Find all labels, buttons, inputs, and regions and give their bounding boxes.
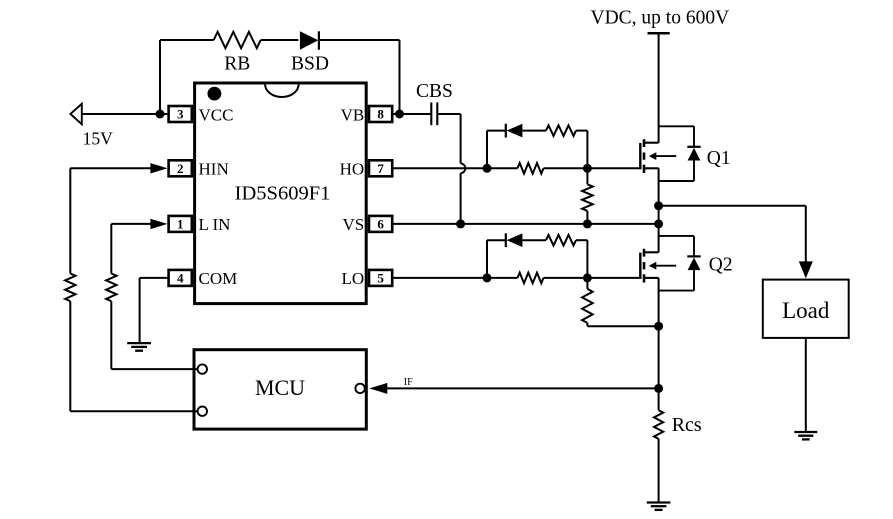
svg-text:BSD: BSD [291, 54, 329, 75]
svg-text:7: 7 [377, 161, 384, 176]
svg-text:VCC: VCC [199, 105, 234, 124]
svg-text:MCU: MCU [255, 375, 305, 400]
svg-text:ID5S609F1: ID5S609F1 [235, 182, 331, 204]
svg-text:VB: VB [341, 105, 365, 124]
svg-text:6: 6 [377, 217, 384, 232]
svg-text:8: 8 [377, 107, 384, 122]
svg-text:VDC, up to 600V: VDC, up to 600V [591, 7, 730, 28]
svg-text:HIN: HIN [199, 160, 229, 179]
svg-text:COM: COM [199, 269, 238, 288]
svg-text:CBS: CBS [416, 81, 453, 102]
svg-text:1: 1 [177, 217, 184, 232]
svg-text:LO: LO [342, 269, 365, 288]
svg-text:VS: VS [342, 215, 364, 234]
svg-text:3: 3 [177, 107, 184, 122]
svg-text:4: 4 [177, 271, 184, 286]
svg-text:2: 2 [177, 161, 184, 176]
svg-text:RB: RB [224, 54, 250, 75]
svg-text:5: 5 [377, 271, 384, 286]
svg-text:HO: HO [340, 160, 365, 179]
svg-text:Q1: Q1 [707, 148, 731, 169]
svg-text:Rcs: Rcs [672, 414, 702, 436]
svg-text:L IN: L IN [199, 215, 231, 234]
svg-text:Q2: Q2 [709, 255, 733, 276]
svg-text:15V: 15V [83, 129, 114, 149]
svg-text:Load: Load [782, 298, 830, 323]
svg-text:IF: IF [404, 377, 413, 388]
